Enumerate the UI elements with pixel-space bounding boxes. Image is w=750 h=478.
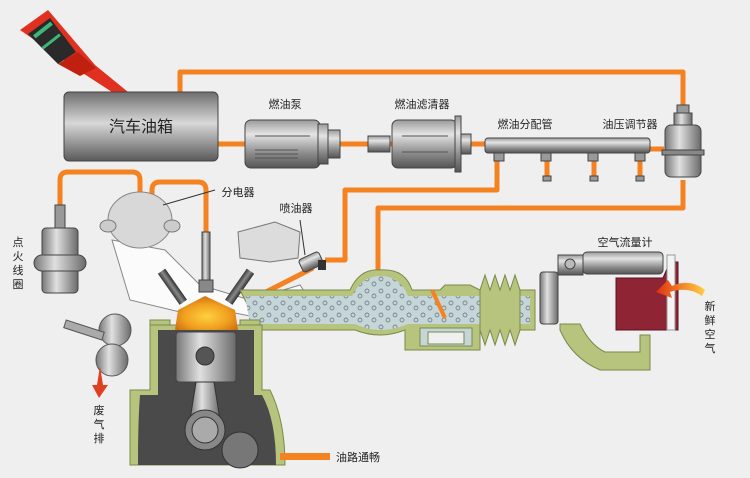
combustion-chamber bbox=[175, 296, 238, 330]
distributor-label: 分电器 bbox=[222, 186, 255, 199]
injector: 喷油器 bbox=[280, 201, 326, 273]
fuel-pump-label: 燃油泵 bbox=[269, 97, 302, 111]
distributor: 分电器 bbox=[99, 186, 255, 249]
exhaust-arrow-icon: 废 气 排 HTML> bbox=[92, 366, 108, 445]
svg-text:气: 气 bbox=[94, 417, 105, 431]
legend-fuel-line-swatch bbox=[280, 453, 330, 460]
cylinder bbox=[129, 296, 286, 469]
injector-label: 喷油器 bbox=[280, 201, 313, 215]
air-flow-meter: 空气流量计 bbox=[539, 235, 679, 371]
fuel-lines bbox=[57, 69, 686, 298]
ignition-coil: 点 火 线 圈 bbox=[13, 204, 87, 294]
svg-text:新: 新 bbox=[705, 299, 716, 313]
ignition-coil-label: 点 火 线 圈 bbox=[13, 236, 24, 291]
fuel-filter: 燃油滤清器 bbox=[367, 97, 472, 173]
fuel-rail-label: 燃油分配管 bbox=[498, 117, 553, 131]
svg-text:废: 废 bbox=[94, 403, 105, 417]
spark-plug bbox=[198, 231, 214, 293]
exhaust-manifold bbox=[63, 313, 132, 377]
svg-text:气: 气 bbox=[705, 341, 716, 355]
legend-fuel-line-label: 油路通畅 bbox=[336, 450, 380, 464]
pressure-regulator: 油压调节器 bbox=[603, 104, 705, 178]
legend: 油路通畅 bbox=[280, 450, 380, 464]
svg-text:点: 点 bbox=[13, 236, 24, 249]
fuel-pump: 燃油泵 bbox=[244, 97, 341, 169]
intake-valve bbox=[157, 268, 255, 305]
svg-text:鲜: 鲜 bbox=[705, 313, 716, 327]
fresh-air-label: 新 鲜 空 气 bbox=[705, 299, 716, 355]
svg-text:空: 空 bbox=[705, 327, 716, 341]
fuel-filter-label: 燃油滤清器 bbox=[395, 97, 450, 111]
fuel-tank-label: 汽车油箱 bbox=[109, 117, 173, 136]
fresh-air-arrow-icon: 新 鲜 空 气 bbox=[656, 280, 716, 355]
svg-text:线: 线 bbox=[13, 263, 24, 277]
pressure-regulator-label: 油压调节器 bbox=[603, 117, 658, 131]
svg-text:排: 排 bbox=[94, 431, 105, 445]
svg-text:圈: 圈 bbox=[13, 278, 24, 291]
air-flow-meter-label: 空气流量计 bbox=[598, 235, 653, 249]
svg-text:火: 火 bbox=[13, 250, 24, 263]
fuel-rail: 燃油分配管 bbox=[484, 117, 651, 182]
fuel-tank: 汽车油箱 bbox=[63, 91, 219, 162]
throttle-valve bbox=[430, 289, 447, 319]
exhaust-label: 废 气 排 HTML> bbox=[94, 403, 105, 445]
additive-bottle-icon bbox=[20, 10, 128, 92]
